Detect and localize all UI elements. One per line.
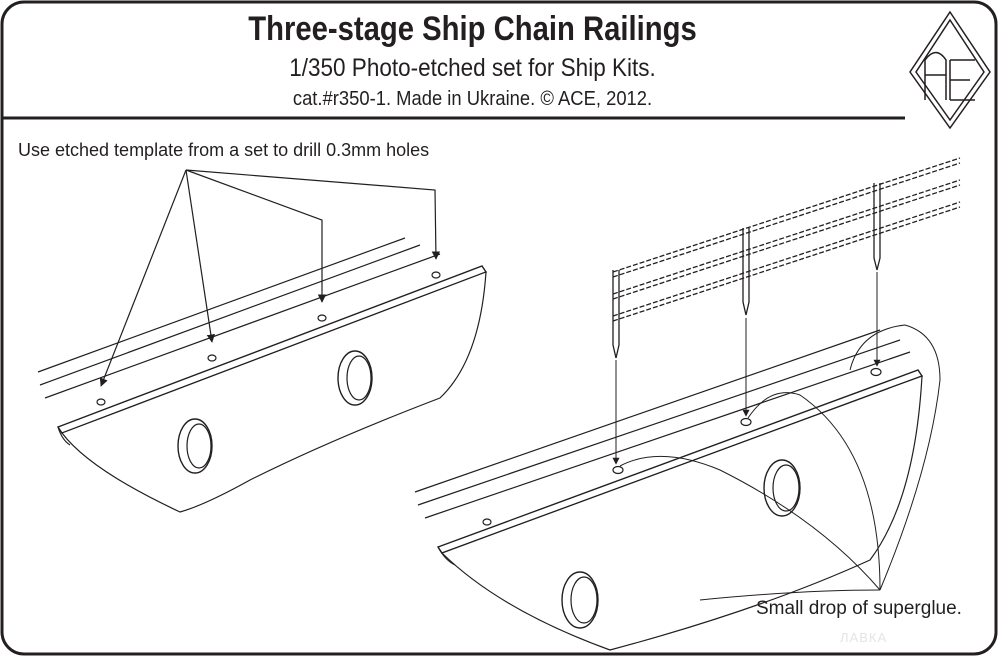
watermark: ЛАВКА <box>840 630 888 645</box>
left-hull-drawing <box>37 169 488 513</box>
page-title: Three-stage Ship Chain Railings <box>248 10 697 48</box>
glue-callout-line <box>849 324 941 591</box>
glue-note: Small drop of superglue. <box>756 598 962 619</box>
subtitle: 1/350 Photo-etched set for Ship Kits. <box>289 54 656 82</box>
drill-hole <box>482 518 492 526</box>
arrow <box>185 169 327 303</box>
stanchions <box>612 183 881 359</box>
arrow <box>99 169 187 387</box>
porthole <box>561 571 599 629</box>
chain-railing <box>612 157 961 465</box>
glued-hole <box>870 367 882 377</box>
porthole <box>763 459 801 517</box>
drill-hole <box>431 271 441 279</box>
porthole <box>177 418 213 474</box>
glued-hole <box>612 465 624 475</box>
chain-rails <box>612 157 961 322</box>
drill-instruction: Use etched template from a set to drill … <box>18 140 430 160</box>
glued-hole <box>740 417 752 427</box>
ace-logo <box>909 10 991 130</box>
catalog-line: cat.#r350-1. Made in Ukraine. © ACE, 201… <box>292 88 653 110</box>
porthole <box>337 350 373 406</box>
right-hull-drawing <box>414 324 941 651</box>
drill-hole <box>207 354 217 362</box>
glue-callout-line <box>619 455 881 591</box>
drill-hole <box>96 398 106 406</box>
drill-hole <box>317 314 327 322</box>
arrow <box>185 169 216 343</box>
glue-callout-line <box>747 392 881 591</box>
arrow <box>185 169 441 260</box>
